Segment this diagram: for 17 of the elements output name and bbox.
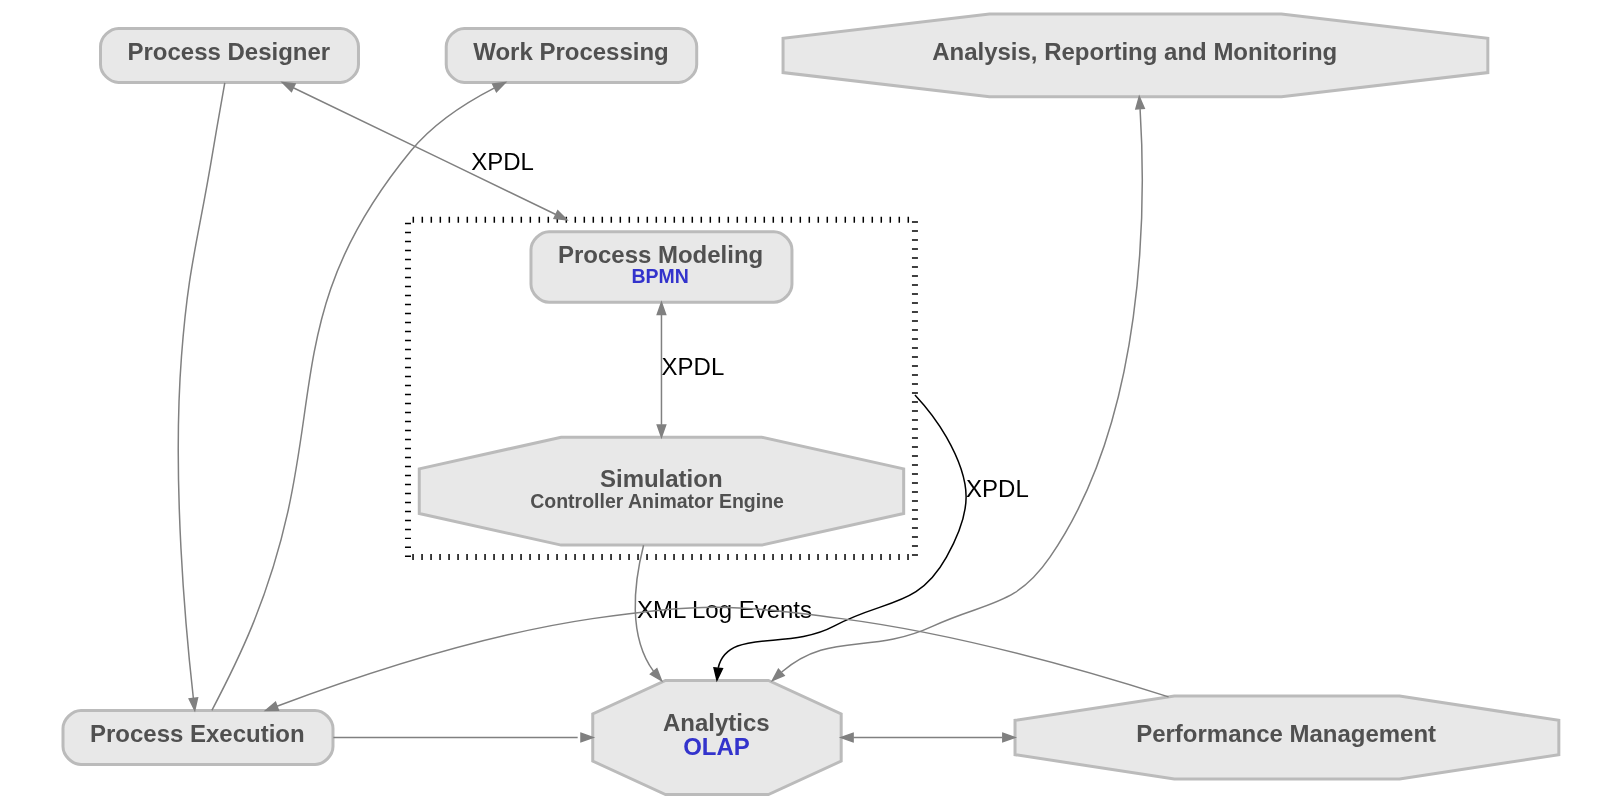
edge-label: XPDL: [661, 353, 724, 381]
arrow: [838, 732, 1017, 743]
arrow: [712, 394, 967, 683]
node-box: Process Execution: [61, 709, 334, 766]
arrow: [177, 82, 226, 713]
edge-label: XPDL: [470, 147, 534, 175]
node-box: Process Modeling BPMN: [528, 230, 793, 304]
edge-label: XPDL: [965, 474, 1029, 502]
arrow: [210, 81, 507, 712]
arrow: [332, 732, 595, 743]
node-box: Work Processing: [444, 26, 698, 84]
node-box: Process Designer: [98, 26, 360, 84]
arrow: [655, 300, 667, 440]
cluster: [404, 216, 918, 561]
arrow: [279, 81, 569, 221]
arrow: [263, 606, 1169, 712]
arrow: [770, 94, 1145, 683]
